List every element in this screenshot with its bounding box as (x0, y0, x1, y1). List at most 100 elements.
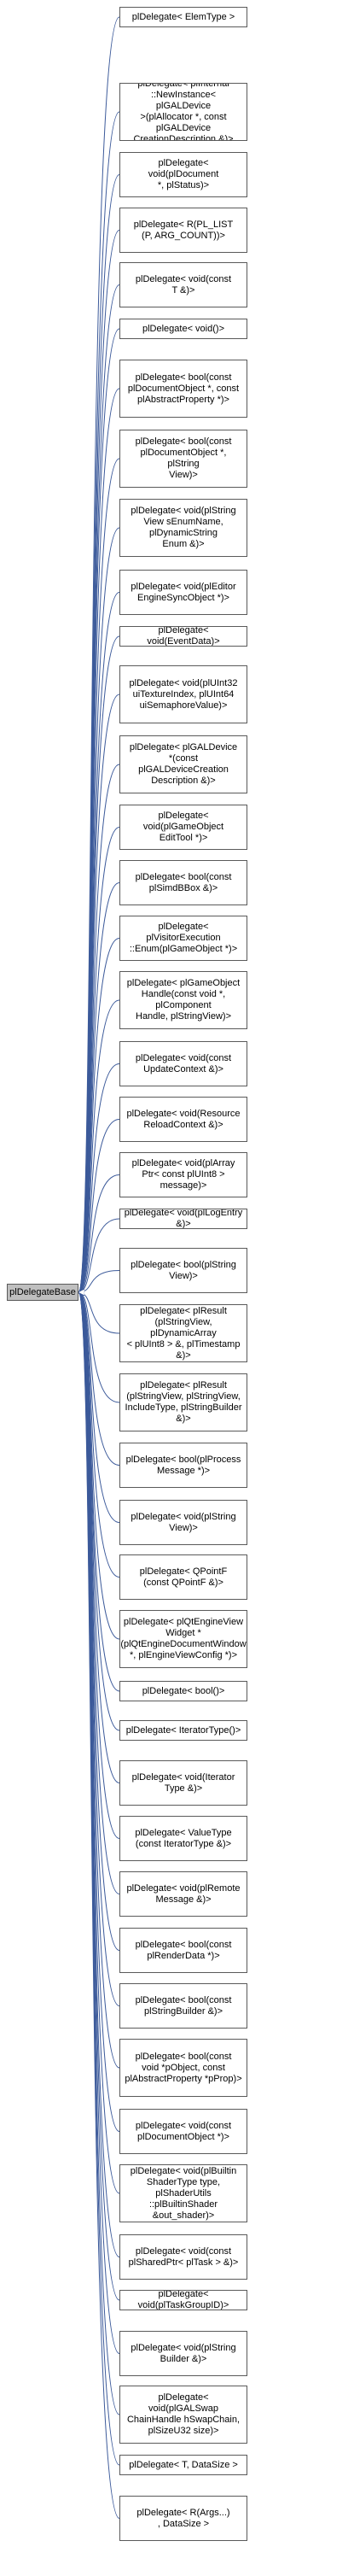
derived-class-label: plDelegate< bool(const plSimdBBox &)> (135, 871, 232, 893)
inheritance-edge (78, 1292, 120, 2466)
derived-class-label: plDelegate< bool(const void *pObject, co… (125, 2051, 242, 2084)
derived-class-node[interactable]: plDelegate< void(plRemote Message &)> (119, 1871, 247, 1917)
derived-class-label: plDelegate< plVisitorExecution ::Enum(pl… (129, 922, 238, 954)
derived-class-node[interactable]: plDelegate< ElemType > (119, 7, 247, 27)
derived-class-node[interactable]: plDelegate< bool(const plStringBuilder &… (119, 1983, 247, 2029)
derived-class-node[interactable]: plDelegate< void(Resource ReloadContext … (119, 1097, 247, 1142)
derived-class-node[interactable]: plDelegate< void(plEditor EngineSyncObje… (119, 570, 247, 615)
derived-class-label: plDelegate< void(const plSharedPtr< plTa… (128, 2245, 239, 2268)
derived-class-label: plDelegate< bool(plString View)> (131, 1259, 236, 1281)
inheritance-edge (78, 1174, 120, 1293)
derived-class-node[interactable]: plDelegate< ValueType (const IteratorTyp… (119, 1816, 247, 1861)
derived-class-label: plDelegate< void(plString View)> (131, 1511, 236, 1533)
derived-class-label: plDelegate< void(plRemote Message &)> (126, 1882, 241, 1905)
derived-class-node[interactable]: plDelegate< plGALDevice *(const plGALDev… (119, 735, 247, 793)
derived-class-label: plDelegate< void(plTaskGroupID)> (137, 2290, 229, 2310)
derived-class-node[interactable]: plDelegate< void(plString View)> (119, 1500, 247, 1545)
derived-class-label: plDelegate< plInternal ::NewInstance< pl… (133, 83, 234, 141)
derived-class-label: plDelegate< bool(const plStringBuilder &… (135, 1994, 232, 2017)
derived-class-node[interactable]: plDelegate< void(plUInt32 uiTextureIndex… (119, 665, 247, 723)
derived-class-label: plDelegate< bool(const plDocumentObject … (127, 372, 240, 405)
derived-class-label: plDelegate< void(plString View sEnumName… (131, 506, 236, 549)
derived-class-label: plDelegate< void(Resource ReloadContext … (126, 1108, 241, 1130)
derived-class-node[interactable]: plDelegate< bool(plProcess Message *)> (119, 1443, 247, 1488)
derived-class-node[interactable]: plDelegate< void(plGameObject EditTool *… (119, 805, 247, 850)
inheritance-edge (78, 1119, 120, 1293)
derived-class-node[interactable]: plDelegate< plVisitorExecution ::Enum(pl… (119, 916, 247, 961)
derived-class-node[interactable]: plDelegate< void(plGALSwap ChainHandle h… (119, 2386, 247, 2444)
derived-class-label: plDelegate< plQtEngineView Widget *(plQt… (120, 1617, 247, 1660)
derived-class-node[interactable]: plDelegate< plResult (plStringView, plDy… (119, 1304, 247, 1362)
derived-class-node[interactable]: plDelegate< void(plArray Ptr< const plUI… (119, 1152, 247, 1197)
derived-class-label: plDelegate< void(plArray Ptr< const plUI… (131, 1158, 235, 1191)
derived-class-label: plDelegate< void(plLogEntry &)> (124, 1209, 243, 1229)
derived-class-node[interactable]: plDelegate< void(plString Builder &)> (119, 2331, 247, 2376)
derived-class-node[interactable]: plDelegate< bool(const plDocumentObject … (119, 430, 247, 488)
derived-class-node[interactable]: plDelegate< void(plLogEntry &)> (119, 1209, 247, 1229)
derived-class-node[interactable]: plDelegate< void(const T &)> (119, 262, 247, 307)
derived-class-label: plDelegate< void(plBuiltin ShaderType ty… (130, 2165, 237, 2221)
derived-class-node[interactable]: plDelegate< R(Args...) , DataSize > (119, 2496, 247, 2541)
derived-class-node[interactable]: plDelegate< plGameObject Handle(const vo… (119, 971, 247, 1029)
inheritance-edge (78, 1292, 120, 1578)
derived-class-label: plDelegate< IteratorType()> (125, 1724, 241, 1736)
derived-class-label: plDelegate< bool(const plDocumentObject … (135, 436, 232, 480)
derived-class-node[interactable]: plDelegate< void(plString View sEnumName… (119, 499, 247, 557)
derived-class-label: plDelegate< void(plDocument *, plStatus)… (148, 158, 219, 190)
derived-class-node[interactable]: plDelegate< QPointF (const QPointF &)> (119, 1554, 247, 1600)
derived-class-label: plDelegate< void(EventData)> (147, 626, 220, 647)
derived-class-node[interactable]: plDelegate< plInternal ::NewInstance< pl… (119, 83, 247, 141)
inheritance-edge (78, 1292, 120, 2519)
derived-class-label: plDelegate< plGameObject Handle(const vo… (126, 978, 241, 1022)
derived-class-node[interactable]: plDelegate< void()> (119, 319, 247, 339)
derived-class-node[interactable]: plDelegate< plResult (plStringView, plSt… (119, 1373, 247, 1431)
inheritance-edge (78, 999, 120, 1292)
derived-class-node[interactable]: plDelegate< void(plTaskGroupID)> (119, 2290, 247, 2310)
derived-class-node[interactable]: plDelegate< T, DataSize > (119, 2455, 247, 2475)
derived-class-label: plDelegate< void(plEditor EngineSyncObje… (131, 581, 236, 603)
derived-class-label: plDelegate< void(const plDocumentObject … (135, 2120, 232, 2142)
derived-class-node[interactable]: plDelegate< void(const plDocumentObject … (119, 2109, 247, 2154)
derived-class-label: plDelegate< void(const UpdateContext &)> (135, 1052, 232, 1074)
inheritance-edge (78, 328, 120, 1292)
derived-class-label: plDelegate< plGALDevice *(const plGALDev… (129, 742, 238, 786)
derived-class-node[interactable]: plDelegate< bool()> (119, 1681, 247, 1701)
base-class-label: plDelegateBase (9, 1286, 76, 1297)
derived-class-label: plDelegate< T, DataSize > (129, 2459, 238, 2470)
derived-class-label: plDelegate< void(const T &)> (135, 273, 232, 296)
derived-class-node[interactable]: plDelegate< void(const plSharedPtr< plTa… (119, 2234, 247, 2280)
derived-class-label: plDelegate< void(Iterator Type &)> (131, 1771, 235, 1794)
derived-class-label: plDelegate< QPointF (const QPointF &)> (139, 1566, 228, 1588)
inheritance-edge (78, 16, 120, 1292)
inheritance-edge (78, 1292, 120, 1466)
derived-class-node[interactable]: plDelegate< void(plDocument *, plStatus)… (119, 152, 247, 197)
derived-class-node[interactable]: plDelegate< bool(const plRenderData *)> (119, 1928, 247, 1973)
derived-class-label: plDelegate< plResult (plStringView, plSt… (125, 1380, 242, 1424)
inheritance-edge (78, 1292, 120, 1523)
derived-class-node[interactable]: plDelegate< bool(const plSimdBBox &)> (119, 860, 247, 905)
inheritance-edge (78, 230, 120, 1293)
derived-class-label: plDelegate< R(PL_LIST (P, ARG_COUNT))> (133, 219, 234, 241)
derived-class-label: plDelegate< ValueType (const IteratorTyp… (135, 1827, 232, 1849)
derived-class-node[interactable]: plDelegate< void(const UpdateContext &)> (119, 1041, 247, 1086)
derived-class-node[interactable]: plDelegate< bool(const plDocumentObject … (119, 360, 247, 418)
derived-class-node[interactable]: plDelegate< void(Iterator Type &)> (119, 1760, 247, 1806)
inheritance-edge (78, 1292, 120, 2301)
derived-class-node[interactable]: plDelegate< bool(const void *pObject, co… (119, 2039, 247, 2097)
base-class-node[interactable]: plDelegateBase (7, 1284, 78, 1301)
derived-class-label: plDelegate< void(plGALSwap ChainHandle h… (126, 2392, 241, 2436)
derived-class-label: plDelegate< void(plGameObject EditTool *… (142, 811, 224, 843)
inheritance-edge (78, 1292, 120, 1403)
derived-class-node[interactable]: plDelegate< void(EventData)> (119, 626, 247, 647)
derived-class-label: plDelegate< ElemType > (131, 11, 235, 22)
derived-class-label: plDelegate< plResult (plStringView, plDy… (126, 1305, 241, 1361)
derived-class-label: plDelegate< void(plString Builder &)> (131, 2342, 236, 2364)
derived-class-node[interactable]: plDelegate< void(plBuiltin ShaderType ty… (119, 2164, 247, 2222)
derived-class-node[interactable]: plDelegate< bool(plString View)> (119, 1248, 247, 1293)
inheritance-edge (78, 1063, 120, 1293)
derived-class-node[interactable]: plDelegate< R(PL_LIST (P, ARG_COUNT))> (119, 208, 247, 253)
derived-class-node[interactable]: plDelegate< plQtEngineView Widget *(plQt… (119, 1610, 247, 1668)
derived-class-node[interactable]: plDelegate< IteratorType()> (119, 1720, 247, 1741)
